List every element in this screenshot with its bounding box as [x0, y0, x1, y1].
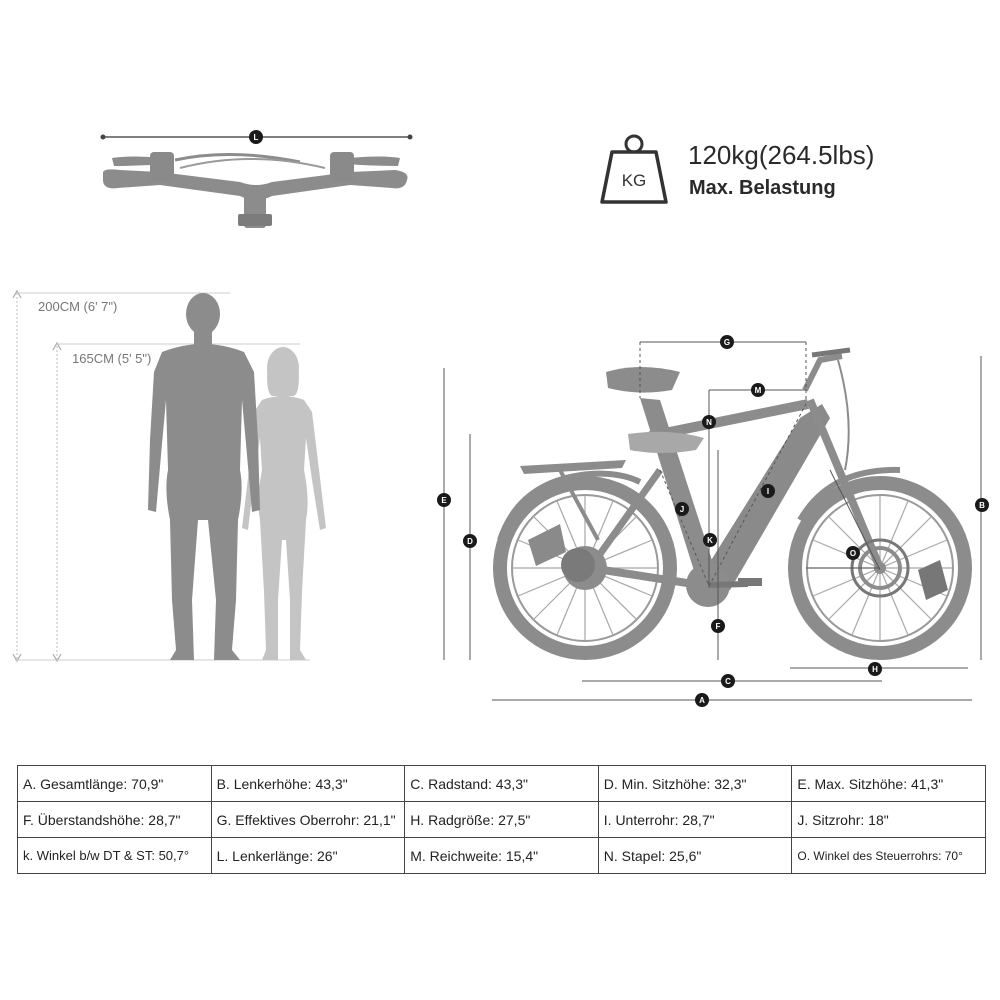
bike-badges: A B C D E F G H I J K M N O	[437, 335, 989, 707]
male-silhouette	[148, 293, 260, 660]
badge-k: K	[703, 533, 717, 547]
badge-e: E	[437, 493, 451, 507]
badge-m: M	[751, 383, 765, 397]
spec-cell: D. Min. Sitzhöhe: 32,3"	[597, 765, 793, 802]
svg-text:F: F	[716, 622, 721, 631]
badge-a: A	[695, 693, 709, 707]
svg-text:M: M	[755, 386, 762, 395]
spec-table: A. Gesamtlänge: 70,9" B. Lenkerhöhe: 43,…	[17, 765, 986, 874]
spec-row: k. Winkel b/w DT & ST: 50,7° L. Lenkerlä…	[17, 837, 986, 874]
spec-cell: O. Winkel des Steuerrohrs: 70°	[791, 837, 986, 874]
svg-text:E: E	[441, 496, 447, 505]
svg-text:C: C	[725, 677, 731, 686]
badge-b: B	[975, 498, 989, 512]
svg-text:D: D	[467, 537, 473, 546]
badge-i: I	[761, 484, 775, 498]
spec-cell: I. Unterrohr: 28,7"	[597, 801, 793, 838]
spec-cell: C. Radstand: 43,3"	[404, 765, 599, 802]
badge-d: D	[463, 534, 477, 548]
badge-h: H	[868, 662, 882, 676]
svg-text:G: G	[724, 338, 730, 347]
spec-cell: E. Max. Sitzhöhe: 41,3"	[791, 765, 986, 802]
spec-cell: k. Winkel b/w DT & ST: 50,7°	[17, 837, 212, 874]
spec-cell: H. Radgröße: 27,5"	[404, 801, 599, 838]
spec-cell: L. Lenkerlänge: 26"	[210, 837, 406, 874]
svg-text:200CM (6' 7"): 200CM (6' 7")	[38, 299, 117, 314]
badge-n: N	[702, 415, 716, 429]
svg-text:KG: KG	[622, 171, 647, 190]
spec-cell: N. Stapel: 25,6"	[597, 837, 793, 874]
spec-row: F. Überstandshöhe: 28,7" G. Effektives O…	[17, 801, 986, 838]
badge-j: J	[675, 502, 689, 516]
max-load-value: 120kg(264.5lbs)	[688, 140, 875, 170]
badge-o: O	[846, 546, 860, 560]
badge-l: L	[249, 130, 263, 144]
svg-text:A: A	[699, 696, 705, 705]
badge-f: F	[711, 619, 725, 633]
spec-cell: M. Reichweite: 15,4"	[404, 837, 599, 874]
svg-text:L: L	[254, 133, 259, 142]
svg-text:H: H	[872, 665, 878, 674]
female-silhouette	[242, 347, 326, 660]
svg-text:I: I	[767, 487, 769, 496]
handlebar-illustration	[100, 134, 413, 228]
spec-row: A. Gesamtlänge: 70,9" B. Lenkerhöhe: 43,…	[17, 765, 986, 802]
bike-illustration	[493, 347, 972, 660]
svg-text:165CM (5' 5"): 165CM (5' 5")	[72, 351, 151, 366]
svg-text:B: B	[979, 501, 985, 510]
max-load-label: Max. Belastung	[689, 177, 836, 199]
spec-cell: B. Lenkerhöhe: 43,3"	[210, 765, 406, 802]
weight-kg-icon: KG	[600, 134, 668, 204]
badge-g: G	[720, 335, 734, 349]
spec-cell: F. Überstandshöhe: 28,7"	[17, 801, 212, 838]
spec-cell: A. Gesamtlänge: 70,9"	[17, 765, 212, 802]
height-scale: 200CM (6' 7") 165CM (5' 5")	[12, 289, 310, 663]
svg-text:O: O	[850, 549, 856, 558]
svg-text:J: J	[680, 505, 684, 514]
svg-text:N: N	[706, 418, 712, 427]
svg-text:K: K	[707, 536, 713, 545]
spec-cell: G. Effektives Oberrohr: 21,1"	[210, 801, 406, 838]
spec-cell: J. Sitzrohr: 18"	[791, 801, 986, 838]
badge-c: C	[721, 674, 735, 688]
